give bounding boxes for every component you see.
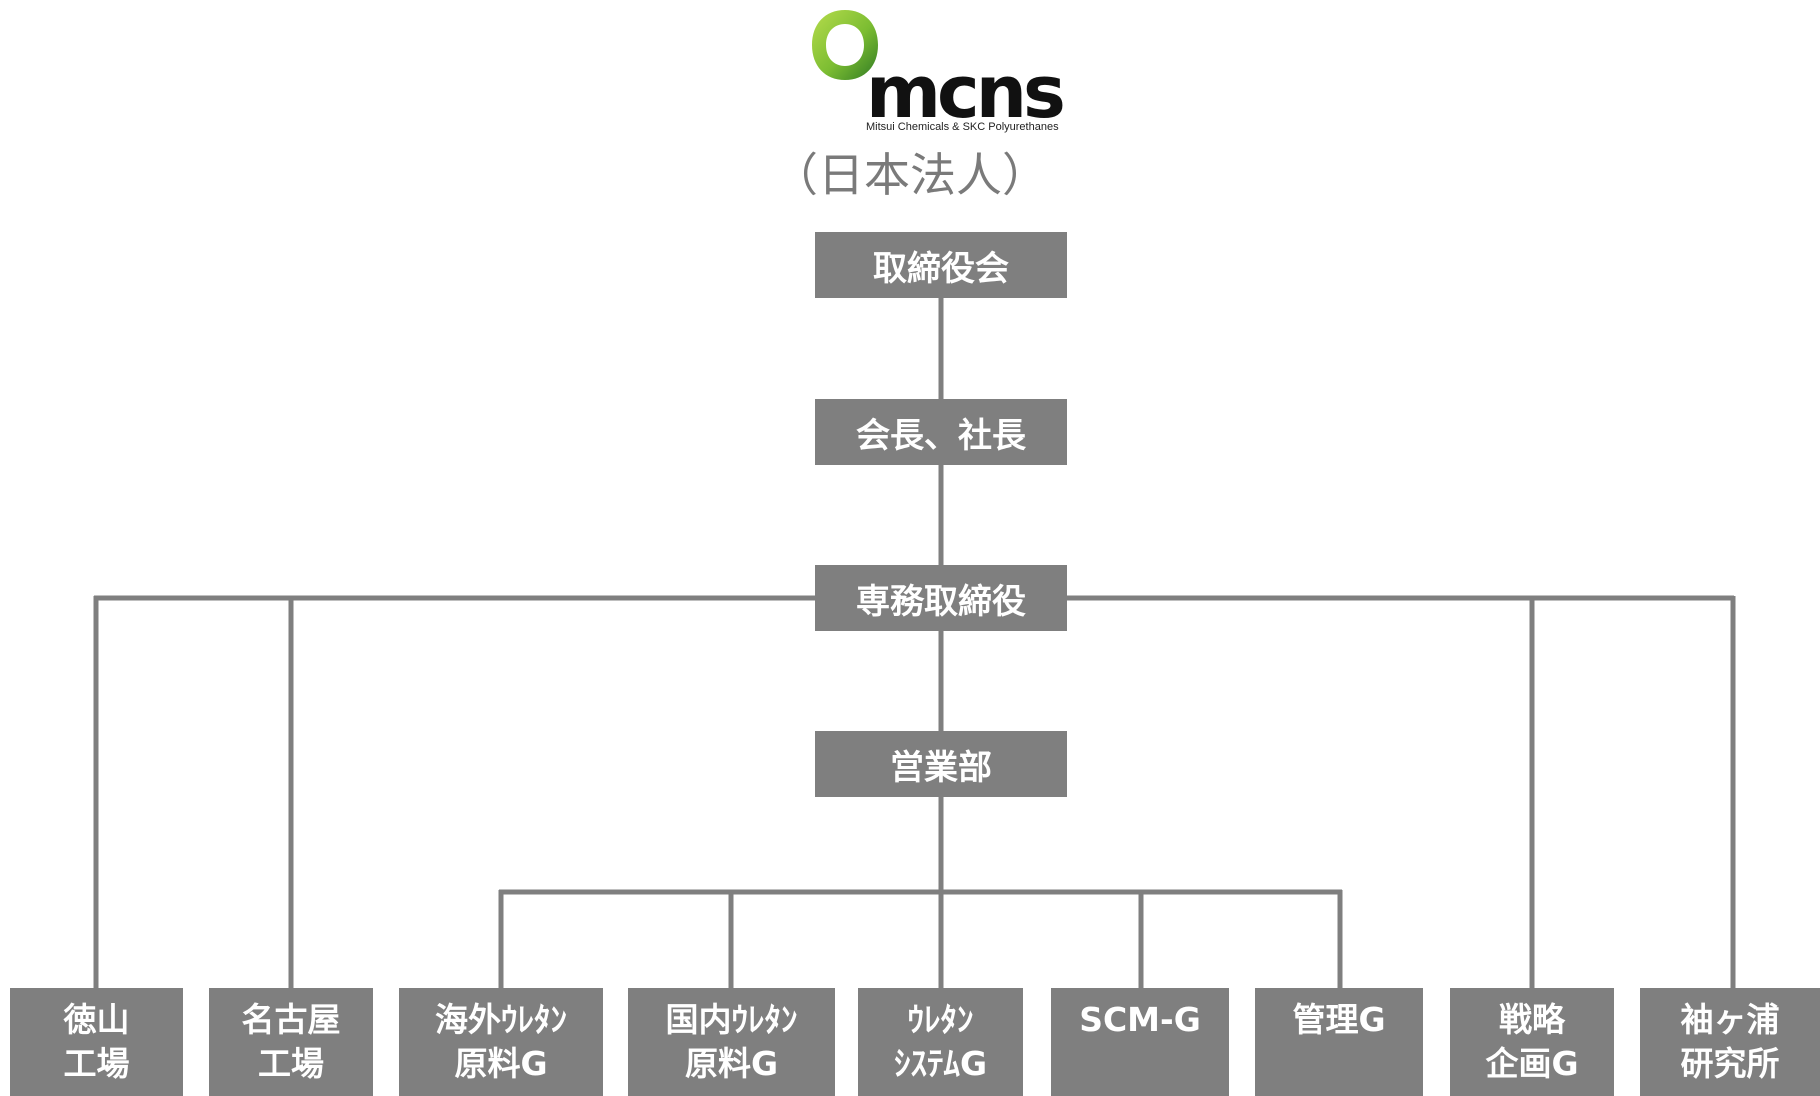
president-box: 会長、社長 xyxy=(815,399,1067,465)
unit-domestic-urethane: 国内ｳﾚﾀﾝ 原料G xyxy=(628,988,835,1096)
unit-overseas-urethane: 海外ｳﾚﾀﾝ 原料G xyxy=(399,988,603,1096)
unit-label: ｳﾚﾀﾝ ｼｽﾃﾑG xyxy=(893,1000,988,1083)
unit-scm: SCM-G xyxy=(1051,988,1229,1096)
logo-tagline: Mitsui Chemicals & SKC Polyurethanes xyxy=(866,121,1059,133)
unit-label: 海外ｳﾚﾀﾝ 原料G xyxy=(435,1000,567,1083)
logo-ring-icon xyxy=(812,10,878,80)
company-logo: mcns Mitsui Chemicals & SKC Polyurethane… xyxy=(810,8,1066,138)
unit-nagoya-plant: 名古屋 工場 xyxy=(209,988,373,1096)
unit-label: 名古屋 工場 xyxy=(241,1000,341,1083)
unit-label: 国内ｳﾚﾀﾝ 原料G xyxy=(665,1000,798,1083)
unit-strategy-planning: 戦略 企画G xyxy=(1450,988,1614,1096)
unit-urethane-system: ｳﾚﾀﾝ ｼｽﾃﾑG xyxy=(858,988,1023,1096)
unit-label: 戦略 企画G xyxy=(1485,1000,1579,1083)
managing-director-box: 専務取締役 xyxy=(815,565,1067,631)
unit-kanri: 管理G xyxy=(1255,988,1423,1096)
unit-label: 管理G xyxy=(1292,1000,1386,1039)
unit-sodegaura-lab: 袖ヶ浦 研究所 xyxy=(1640,988,1820,1096)
board-box: 取締役会 xyxy=(815,232,1067,298)
sales-division-box: 営業部 xyxy=(815,731,1067,797)
logo-wordmark: mcns xyxy=(866,50,1066,134)
subtitle: （日本法人） xyxy=(772,148,1048,202)
unit-label: SCM-G xyxy=(1079,1000,1201,1039)
unit-label: 徳山 工場 xyxy=(63,1000,130,1083)
unit-tokuyama-plant: 徳山 工場 xyxy=(10,988,183,1096)
unit-label: 袖ヶ浦 研究所 xyxy=(1680,1000,1780,1083)
